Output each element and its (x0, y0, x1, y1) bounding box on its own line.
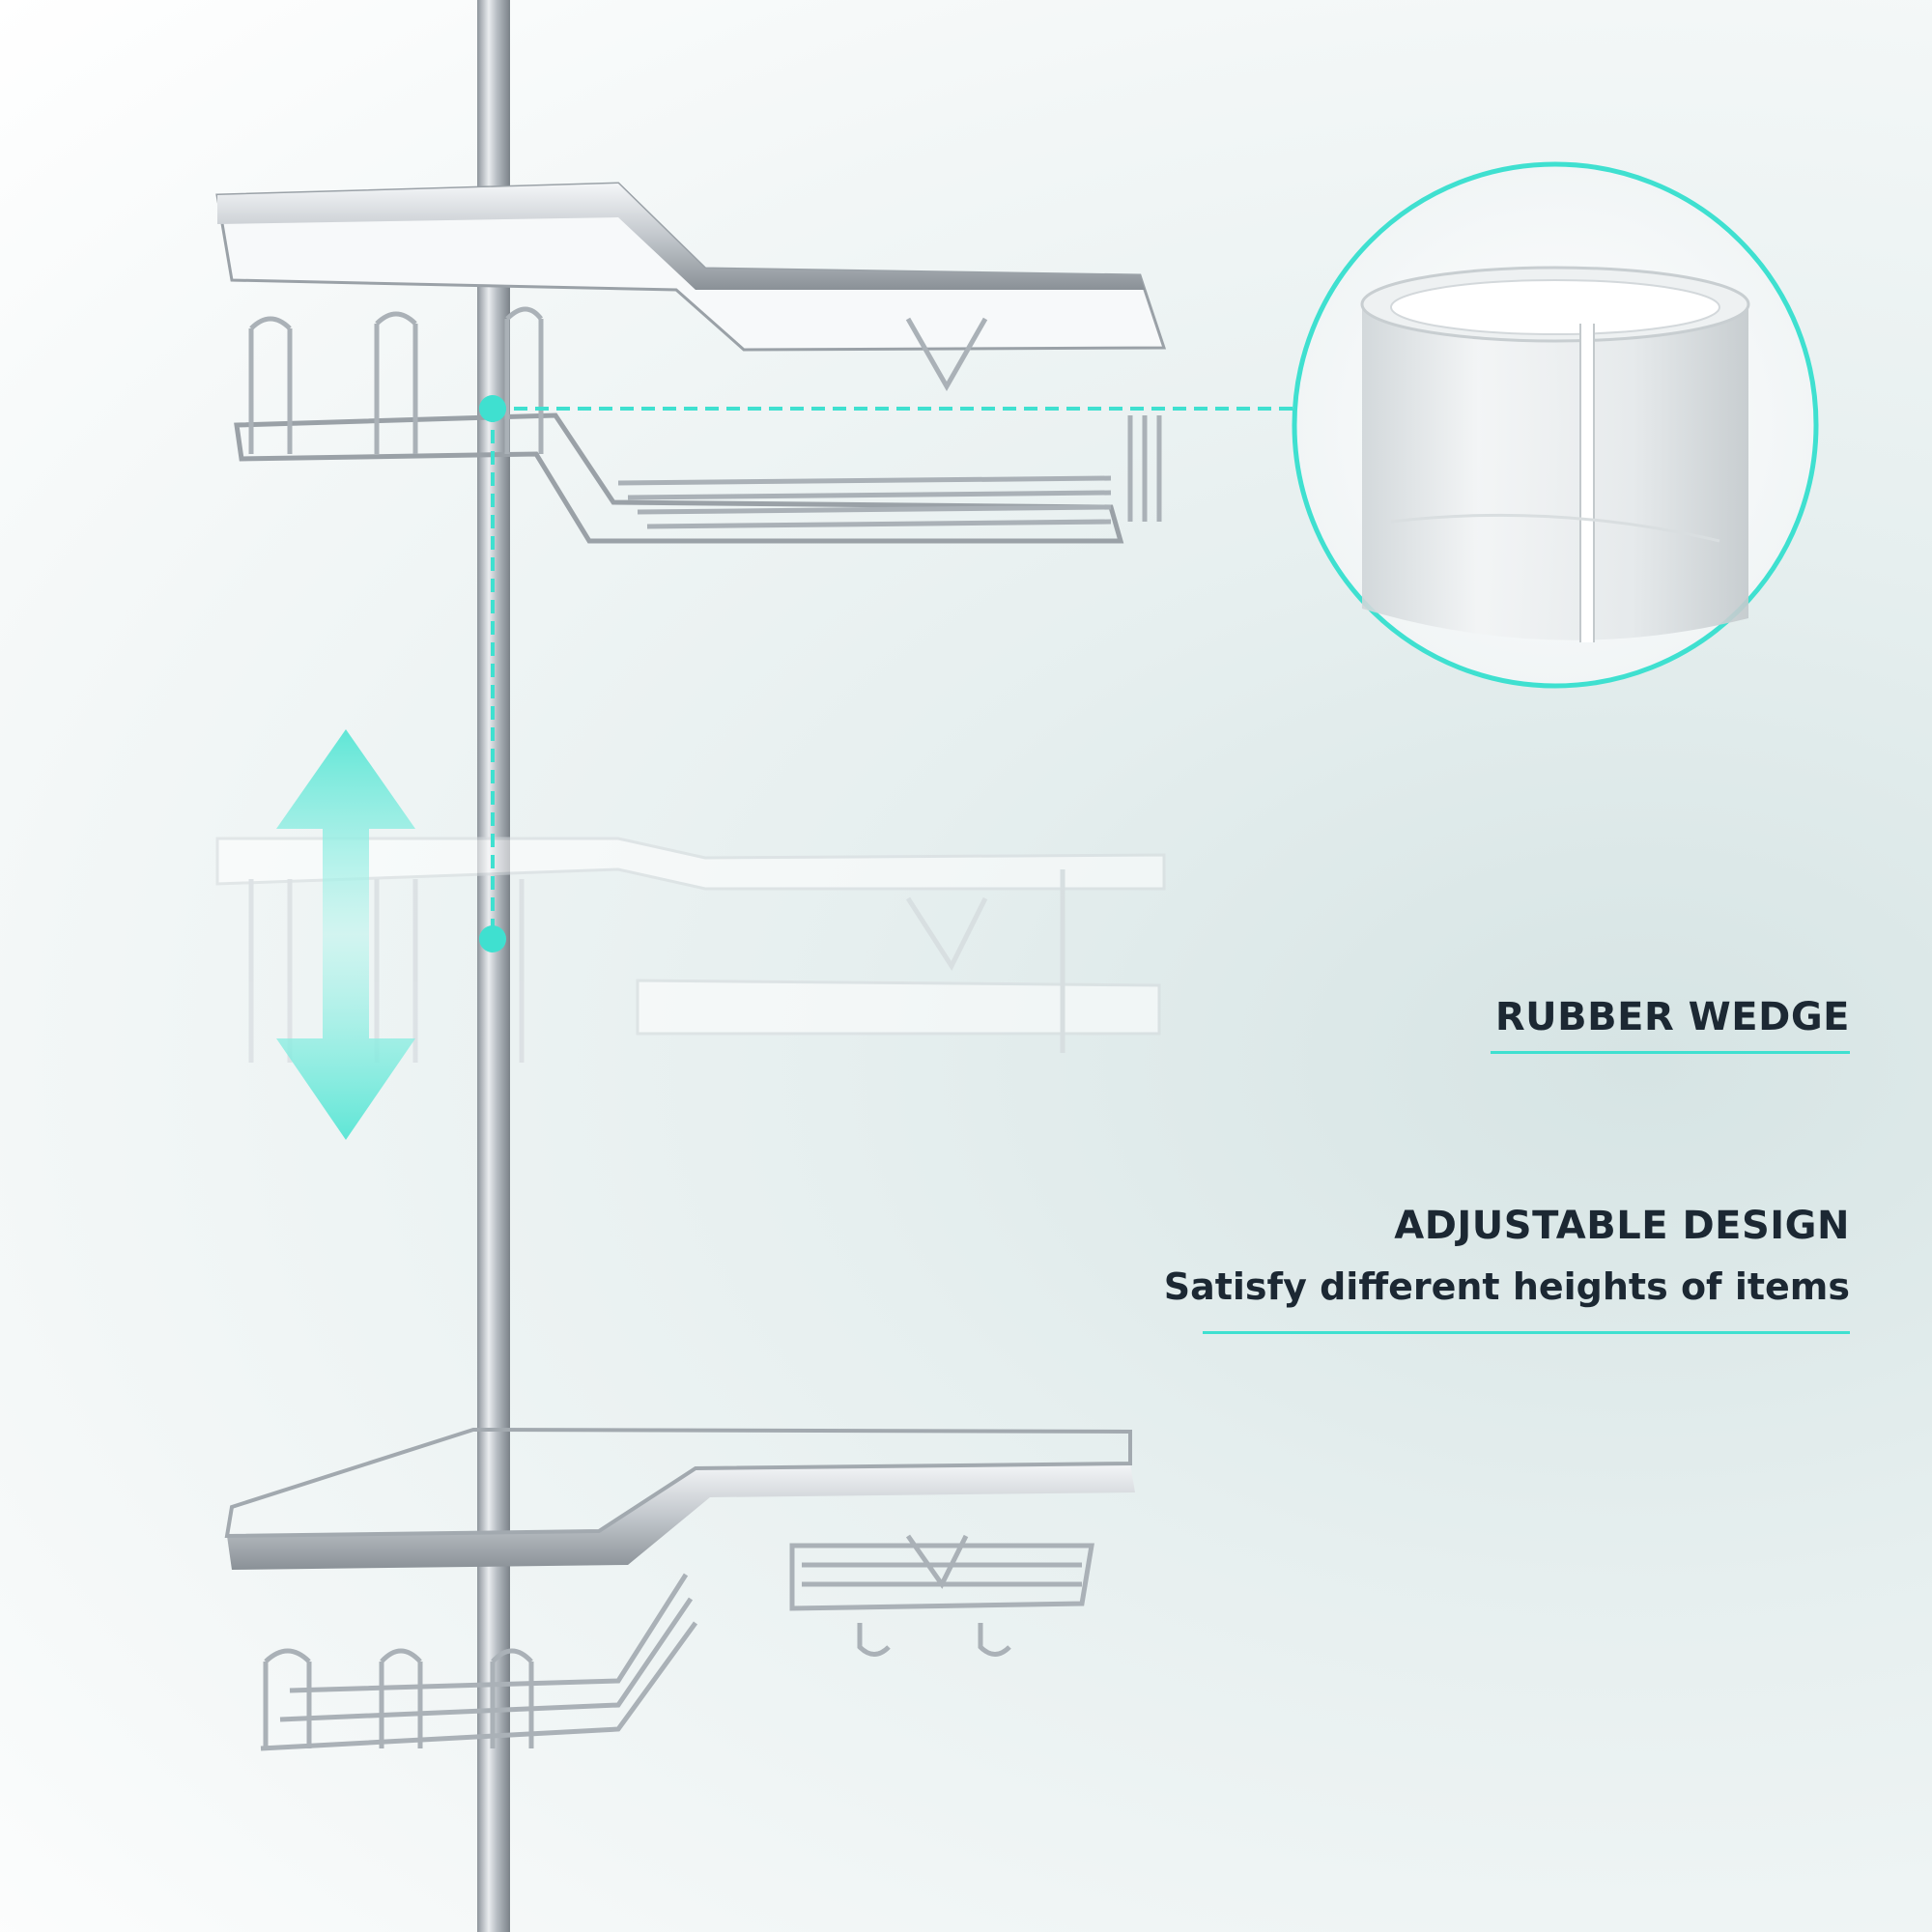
callout-dot-top (479, 395, 506, 422)
rubber-wedge-detail (1292, 161, 1819, 689)
ghost-shelf (215, 837, 1166, 1063)
bottom-shelf (224, 1427, 1135, 1751)
callout-lines (491, 407, 1294, 939)
rubber-wedge-label: RUBBER WEDGE (1494, 995, 1850, 1039)
double-arrow-icon (276, 729, 415, 1140)
adjustable-design-underline (1203, 1331, 1850, 1334)
rubber-wedge-underline (1491, 1051, 1850, 1054)
callout-dot-middle (479, 925, 506, 952)
pole (477, 0, 510, 1932)
adjustable-design-label: ADJUSTABLE DESIGN (1394, 1204, 1850, 1248)
adjustable-design-subtitle: Satisfy different heights of items (1163, 1265, 1850, 1308)
rubber-wedge-icon (1360, 266, 1750, 642)
top-shelf (215, 182, 1167, 544)
